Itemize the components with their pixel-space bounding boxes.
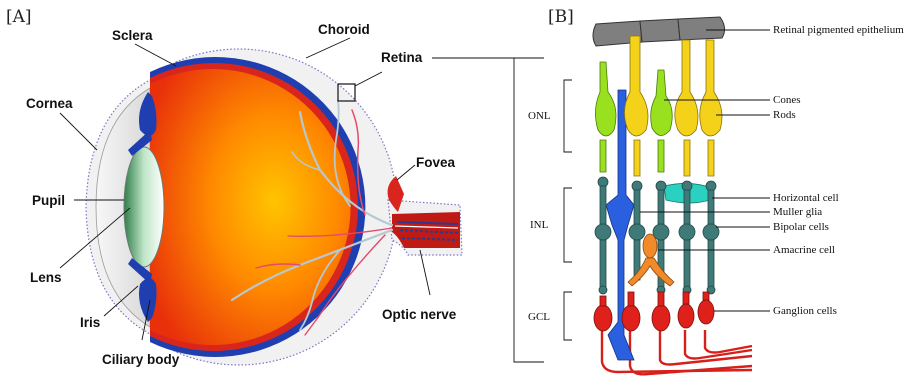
panel-b-tag: [B] (548, 7, 574, 27)
gcl-bracket (564, 292, 572, 340)
eye-diagram: [A] (6, 7, 514, 367)
label-bipolar: Bipolar cells (773, 221, 829, 233)
label-ciliary-body: Ciliary body (102, 352, 180, 367)
lens (124, 147, 164, 267)
retina-diagram: [B] ONL INL GCL (514, 7, 904, 374)
label-muller: Muller glia (773, 206, 822, 218)
optic-nerve (392, 212, 460, 248)
label-rpe: Retinal pigmented epithelium (773, 24, 904, 36)
label-choroid: Choroid (318, 22, 370, 37)
label-rods: Rods (773, 109, 796, 121)
choroid-leader (306, 38, 350, 58)
fovea-leader (397, 165, 415, 180)
label-cones: Cones (773, 94, 801, 106)
label-ganglion: Ganglion cells (773, 305, 837, 317)
ganglion-cells (594, 292, 714, 331)
label-gcl: GCL (528, 311, 550, 323)
label-sclera: Sclera (112, 28, 153, 43)
label-fovea: Fovea (416, 155, 456, 170)
inl-bracket (564, 188, 572, 262)
label-horizontal: Horizontal cell (773, 192, 839, 204)
label-onl: ONL (528, 110, 551, 122)
label-iris: Iris (80, 315, 100, 330)
label-cornea: Cornea (26, 96, 73, 111)
label-retina: Retina (381, 50, 423, 65)
panel-a-tag: [A] (6, 7, 32, 27)
label-amacrine: Amacrine cell (773, 244, 835, 256)
cornea-leader (60, 113, 97, 150)
label-lens: Lens (30, 270, 62, 285)
onl-bracket (564, 80, 572, 152)
sclera-leader (135, 44, 176, 66)
label-pupil: Pupil (32, 193, 65, 208)
retina-leader (355, 72, 382, 86)
label-optic-nerve: Optic nerve (382, 307, 457, 322)
rpe-layer (593, 17, 725, 46)
optic-nerve-leader (420, 250, 430, 295)
label-inl: INL (530, 219, 549, 231)
rods (624, 36, 722, 176)
